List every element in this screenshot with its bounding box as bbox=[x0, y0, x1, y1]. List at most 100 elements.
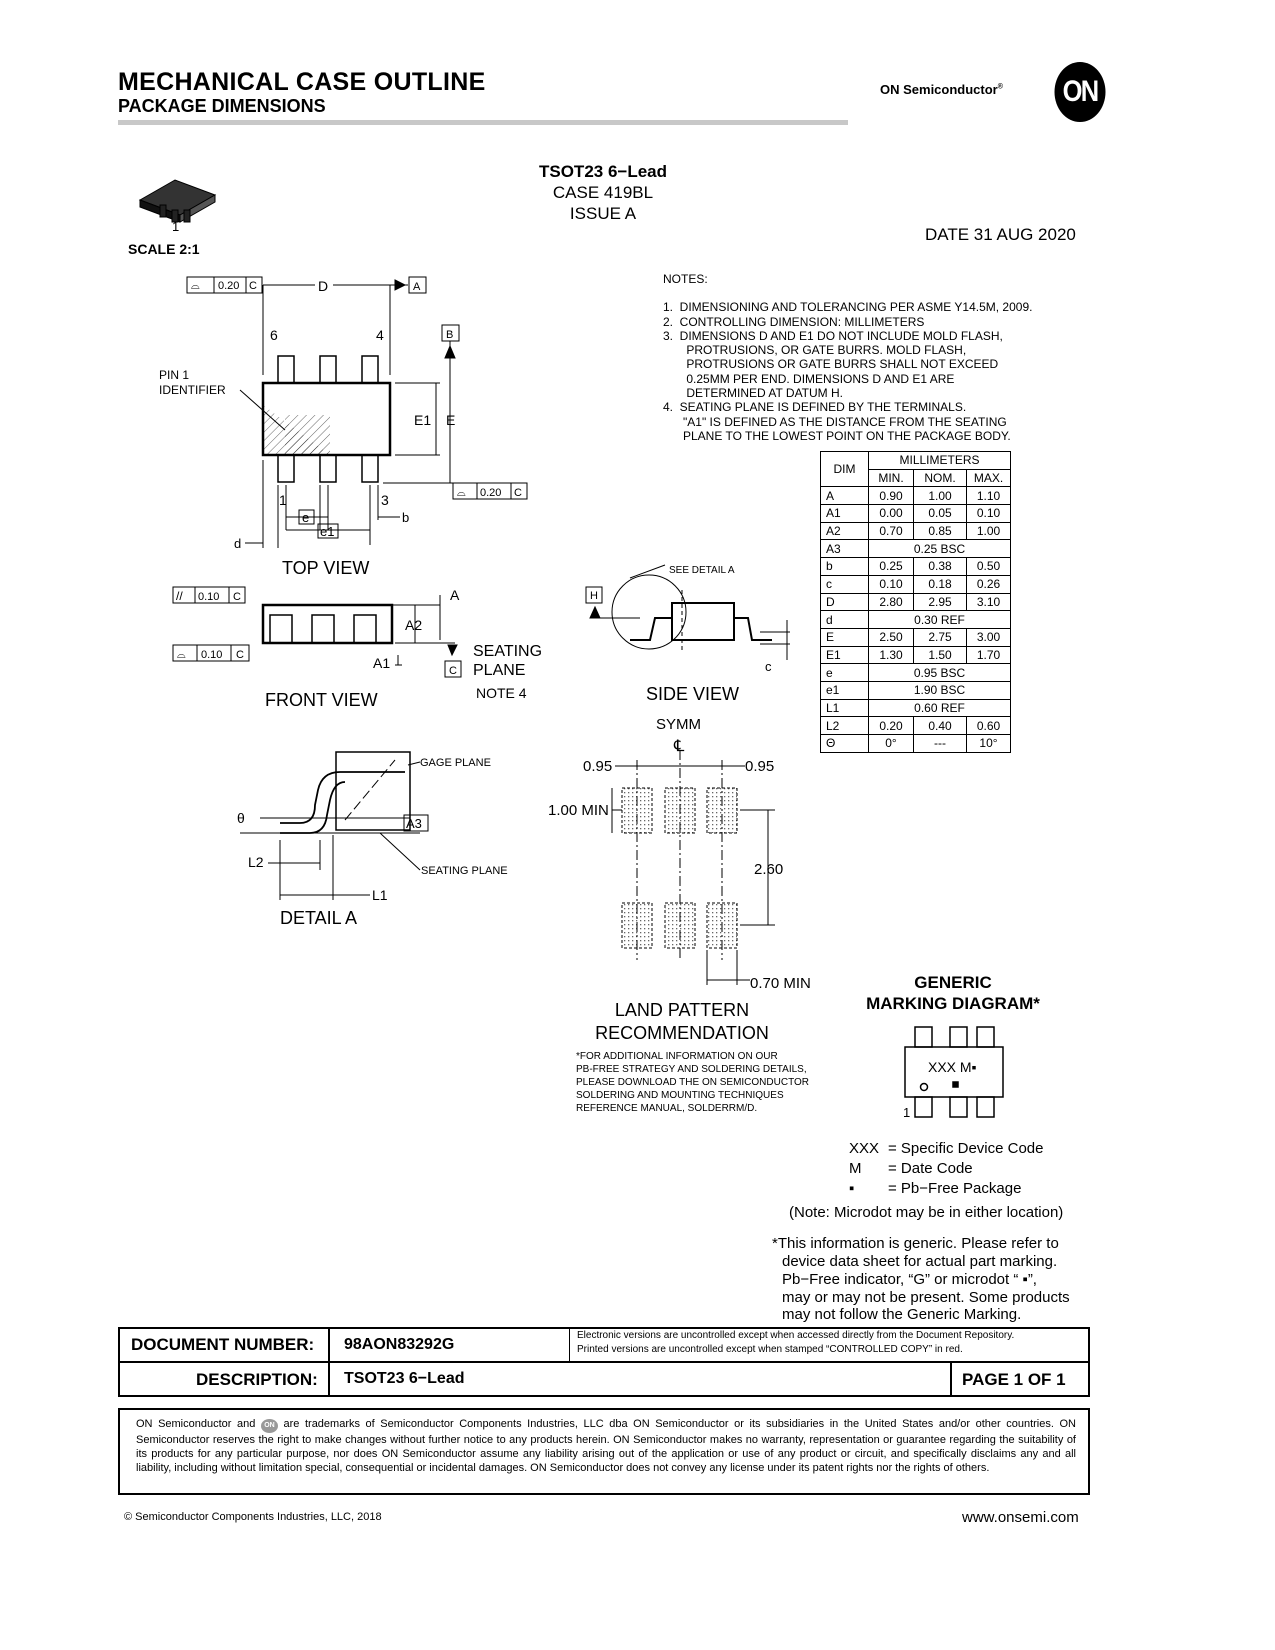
copyright: © Semiconductor Components Industries, L… bbox=[124, 1511, 382, 1523]
datum-h: H bbox=[590, 590, 598, 602]
marking-diagram bbox=[904, 1026, 1004, 1118]
front-view-title: FRONT VIEW bbox=[265, 690, 378, 710]
flatness-icon: ⌓ bbox=[457, 487, 466, 499]
marking-pin1: 1 bbox=[903, 1105, 910, 1120]
note-line: PROTRUSIONS, OR GATE BURRS. MOLD FLASH, bbox=[663, 343, 967, 358]
theta-label: θ bbox=[237, 810, 245, 826]
datum-ref: C bbox=[236, 649, 244, 661]
marking-title: MARKING DIAGRAM* bbox=[866, 994, 1040, 1013]
datum-c: C bbox=[449, 665, 457, 677]
tolerance-value: 0.20 bbox=[218, 280, 239, 292]
seating-plane-label: PLANE bbox=[473, 662, 525, 679]
pin1-id-label: IDENTIFIER bbox=[159, 383, 226, 397]
seating-plane-label: SEATING PLANE bbox=[421, 865, 508, 877]
note-line: DETERMINED AT DATUM H. bbox=[663, 386, 844, 401]
table-cell: --- bbox=[913, 734, 967, 753]
note-line: 0.25MM PER END. DIMENSIONS D AND E1 ARE bbox=[663, 371, 955, 386]
land-title: LAND PATTERN bbox=[615, 1000, 749, 1020]
notes-title: NOTES: bbox=[663, 272, 708, 286]
dim-d-small-label: d bbox=[234, 536, 241, 551]
note-line: "A1" IS DEFINED AS THE DISTANCE FROM THE… bbox=[663, 414, 1007, 429]
dim-d-label: D bbox=[318, 278, 328, 294]
legend-key: ▪ bbox=[849, 1180, 854, 1197]
microdot-note: (Note: Microdot may be in either locatio… bbox=[789, 1204, 1063, 1221]
footnote-line: PB-FREE STRATEGY AND SOLDERING DETAILS, bbox=[576, 1064, 807, 1075]
tolerance-value: 0.10 bbox=[198, 591, 219, 603]
land-title: RECOMMENDATION bbox=[595, 1023, 769, 1043]
table-cell: e1 bbox=[820, 680, 869, 700]
parallelism-icon: // bbox=[176, 589, 183, 603]
table-cell: 1.00 bbox=[913, 486, 967, 506]
generic-line: Pb−Free indicator, “G” or microdot “ ▪”, bbox=[782, 1271, 1037, 1288]
package-pin1: 1 bbox=[172, 219, 180, 234]
table-cell: 2.75 bbox=[913, 627, 967, 647]
pitch-label: 0.95 bbox=[583, 758, 612, 775]
footnote-line: SOLDERING AND MOUNTING TECHNIQUES bbox=[576, 1090, 784, 1101]
website-link[interactable]: www.onsemi.com bbox=[962, 1509, 1079, 1526]
front-view-drawing bbox=[172, 586, 462, 678]
page-title: MECHANICAL CASE OUTLINE bbox=[118, 68, 486, 96]
dim-a1-label: A1 bbox=[373, 655, 390, 671]
datum-a: A bbox=[413, 281, 421, 293]
brand-name: ON Semiconductor® bbox=[880, 82, 1003, 97]
note-line: 1. DIMENSIONING AND TOLERANCING PER ASME… bbox=[663, 300, 1033, 315]
page-subtitle: PACKAGE DIMENSIONS bbox=[118, 96, 326, 116]
datum-b: B bbox=[446, 329, 453, 341]
col-header: MAX. bbox=[966, 468, 1011, 488]
seating-plane-label: SEATING bbox=[473, 643, 542, 660]
footnote-line: REFERENCE MANUAL, SOLDERRM/D. bbox=[576, 1103, 757, 1114]
table-cell: 2.50 bbox=[868, 627, 914, 647]
table-cell: A1 bbox=[820, 504, 869, 523]
dim-a-label: A bbox=[450, 587, 460, 603]
dim-e-label: E bbox=[446, 412, 455, 428]
table-cell: 2.95 bbox=[913, 592, 967, 612]
note-line: 3. DIMENSIONS D AND E1 DO NOT INCLUDE MO… bbox=[663, 328, 1003, 343]
pin3-label: 3 bbox=[381, 492, 389, 508]
datum-ref: C bbox=[233, 591, 241, 603]
dim-e-pitch: e bbox=[302, 510, 309, 525]
side-view-title: SIDE VIEW bbox=[646, 684, 739, 704]
dim-c-label: c bbox=[765, 659, 772, 674]
description-label: DESCRIPTION: bbox=[196, 1370, 318, 1389]
marking-title: GENERIC bbox=[914, 973, 991, 992]
divider bbox=[118, 1361, 1090, 1363]
marking-code: XXX M▪ bbox=[928, 1059, 977, 1075]
col-header: NOM. bbox=[913, 468, 967, 488]
footnote-line: *FOR ADDITIONAL INFORMATION ON OUR bbox=[576, 1051, 778, 1062]
on-logo-small: ON bbox=[260, 1419, 278, 1433]
footnote-line: PLEASE DOWNLOAD THE ON SEMICONDUCTOR bbox=[576, 1077, 809, 1088]
date: DATE 31 AUG 2020 bbox=[925, 225, 1076, 244]
table-cell: 0.30 REF bbox=[868, 610, 1011, 629]
dim-e1-label: E1 bbox=[414, 412, 431, 428]
flatness-icon: ⌓ bbox=[191, 280, 200, 292]
note-line: 2. CONTROLLING DIMENSION: MILLIMETERS bbox=[663, 314, 925, 329]
see-detail-label: SEE DETAIL A bbox=[669, 565, 735, 576]
legend-value: = Date Code bbox=[888, 1160, 973, 1177]
trademark-text: ON Semiconductor and ON are trademarks o… bbox=[136, 1417, 1076, 1475]
notes: NOTES: 1. DIMENSIONING AND TOLERANCING P… bbox=[663, 272, 1032, 443]
issue: ISSUE A bbox=[569, 204, 637, 223]
land-pattern-drawing bbox=[611, 750, 775, 985]
pin6-label: 6 bbox=[270, 327, 278, 343]
brand-text: ON Semiconductor bbox=[880, 82, 998, 97]
datum-ref: C bbox=[514, 487, 522, 499]
tolerance-value: 0.20 bbox=[480, 487, 501, 499]
dim-l1-label: L1 bbox=[372, 887, 388, 903]
generic-line: device data sheet for actual part markin… bbox=[782, 1253, 1057, 1270]
trademark-text-b: are trademarks of Semiconductor Componen… bbox=[136, 1418, 1076, 1474]
on-logo: ON bbox=[1054, 62, 1106, 122]
trademark-text-a: ON Semiconductor and bbox=[136, 1418, 256, 1430]
table-cell: 0.50 bbox=[966, 557, 1011, 576]
divider bbox=[950, 1361, 952, 1397]
dim-l2-label: L2 bbox=[248, 854, 264, 870]
top-view-title: TOP VIEW bbox=[282, 558, 369, 578]
table-cell: 0.95 BSC bbox=[868, 663, 1011, 682]
